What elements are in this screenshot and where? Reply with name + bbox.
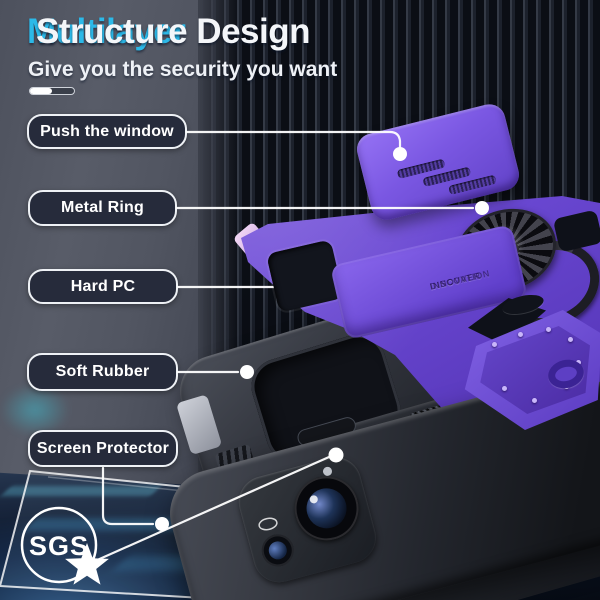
label-hard-pc: Hard PC — [28, 269, 178, 304]
title-rest: Structure Design — [36, 12, 311, 51]
phone-camera-module — [232, 451, 382, 589]
label-metal-ring: Metal Ring — [28, 190, 177, 226]
camera-lens-small — [258, 530, 298, 570]
label-soft-rubber: Soft Rubber — [27, 353, 178, 391]
rivet-dot — [492, 342, 497, 347]
progress-bar — [29, 87, 75, 95]
label-screen-protector: Screen Protector — [28, 430, 178, 467]
rivet-dot — [546, 327, 551, 332]
rivet-dot — [568, 337, 573, 342]
title-highlight: Multilayer — [27, 12, 186, 51]
rivet-dot — [502, 386, 507, 391]
camera-lens-glass — [266, 539, 289, 562]
camera-lens-glass — [302, 483, 352, 533]
wall-glow — [0, 384, 70, 436]
embossed-line-2: INNOVATION — [429, 268, 491, 292]
camera-lens-large — [287, 469, 366, 548]
rivet-dot — [532, 398, 537, 403]
camera-flash — [321, 465, 334, 477]
rivet-dot — [518, 332, 523, 337]
subtitle: Give you the security you want — [28, 58, 338, 81]
progress-fill — [30, 88, 52, 94]
label-push-the-window: Push the window — [27, 114, 187, 149]
